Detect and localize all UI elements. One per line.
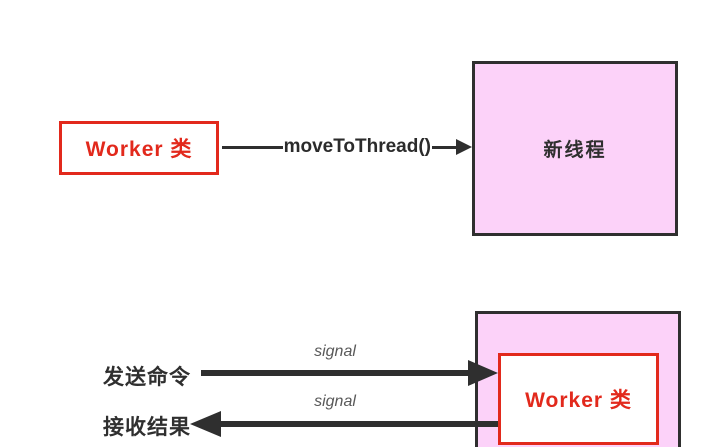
worker-class-box-top: Worker 类: [59, 121, 219, 175]
signal-label-receive: signal: [314, 393, 356, 410]
move-to-thread-label: moveToThread(): [283, 136, 431, 157]
arrowhead-right-icon: [456, 139, 472, 155]
send-signal-arrow-line: [201, 370, 468, 376]
worker-class-box-bottom: Worker 类: [498, 353, 659, 445]
worker-class-label-top: Worker 类: [85, 138, 193, 161]
new-thread-label: 新线程: [543, 140, 607, 161]
send-command-label: 发送命令: [103, 366, 191, 389]
receive-result-label: 接收结果: [103, 416, 191, 439]
move-to-thread-connector: moveToThread(): [222, 132, 472, 162]
connector-line-left: [222, 145, 283, 149]
connector-line-right: [432, 145, 456, 149]
signal-label-send: signal: [314, 343, 356, 360]
send-signal-arrowhead-icon: [468, 360, 498, 386]
worker-class-label-bottom: Worker 类: [525, 389, 632, 412]
new-thread-box: 新线程: [472, 61, 678, 236]
receive-signal-arrowhead-icon: [190, 411, 221, 437]
receive-signal-arrow-line: [221, 421, 498, 427]
